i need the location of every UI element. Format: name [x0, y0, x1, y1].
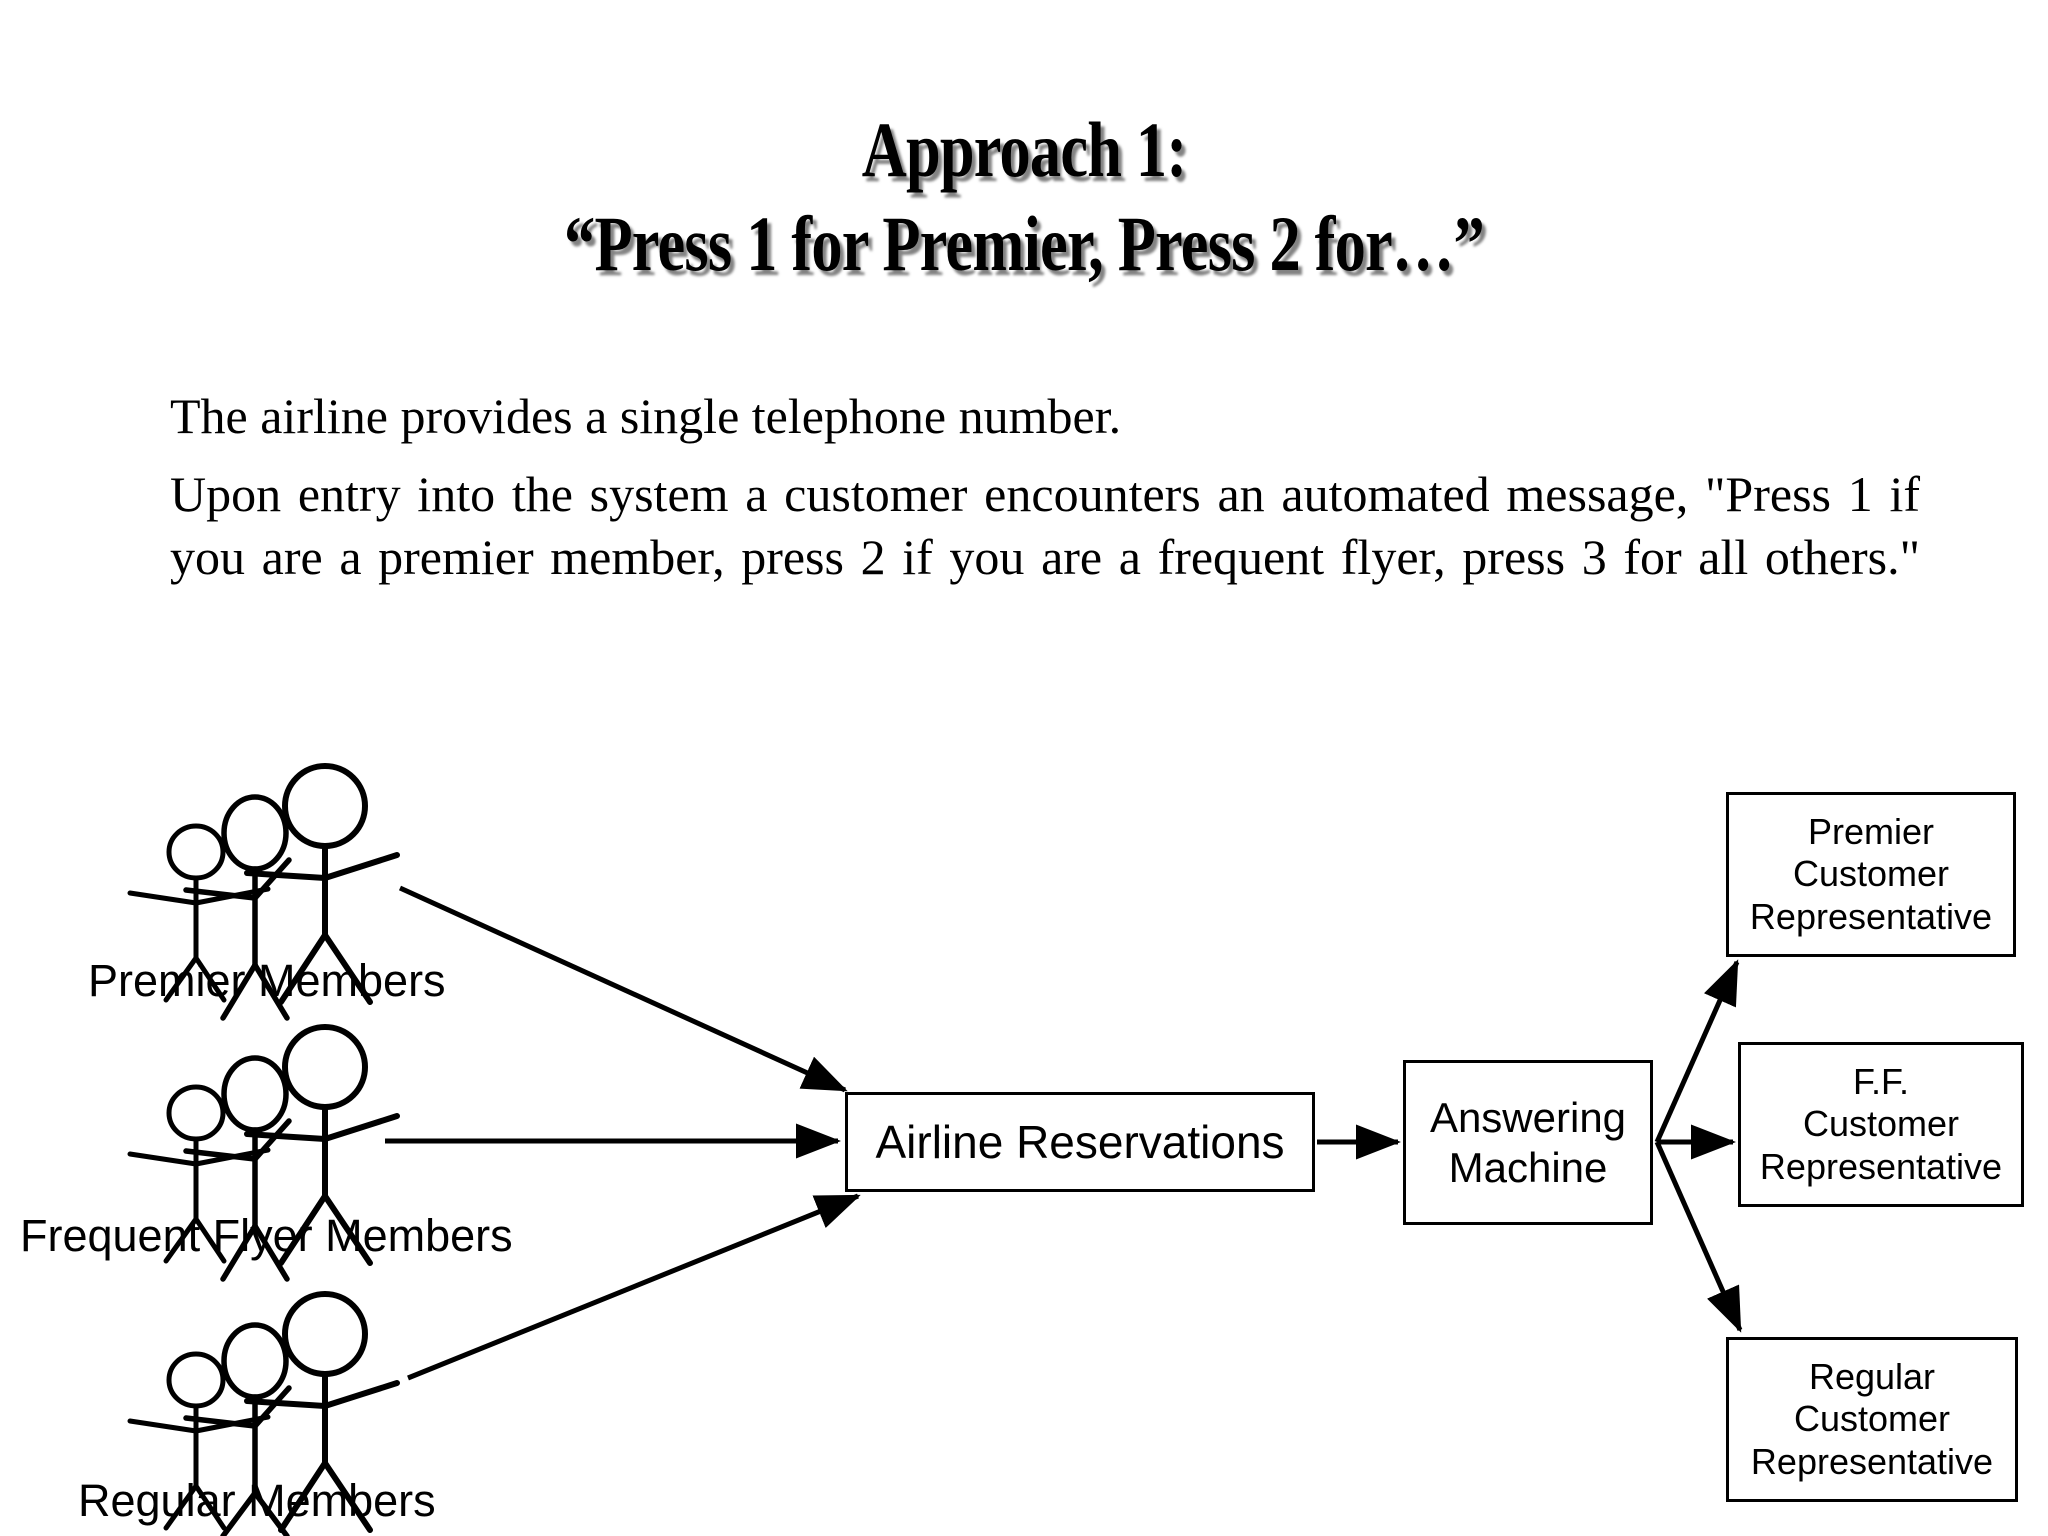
title-line-2: “Press 1 for Premier, Press 2 for…”: [564, 200, 1485, 288]
slide-title: Approach 1: “Press 1 for Premier, Press …: [0, 106, 2048, 288]
title-line-1: Approach 1:: [861, 106, 1187, 193]
box-ff-rep-line-2: Customer: [1802, 1103, 1960, 1145]
box-regular-rep-line-1: Regular: [1808, 1355, 1936, 1397]
slide-body: The airline provides a single telephone …: [170, 385, 1920, 667]
box-regular-rep-line-3: Representative: [1750, 1440, 1994, 1482]
box-answering-machine[interactable]: Answering Machine: [1403, 1060, 1653, 1225]
box-premier-customer-representative[interactable]: Premier Customer Representative: [1726, 792, 2016, 957]
arrow-answering-machine-to-regular-rep: [1654, 1140, 1743, 1333]
box-airline-reservations-label: Airline Reservations: [875, 1115, 1285, 1168]
label-frequent-flyer-members: Frequent Flyer Members: [20, 1210, 513, 1261]
box-ff-customer-representative[interactable]: F.F. Customer Representative: [1738, 1042, 2024, 1207]
label-premier-members: Premier Members: [88, 955, 446, 1006]
box-answering-machine-line-1: Answering: [1429, 1093, 1627, 1141]
box-answering-machine-label: Answering Machine: [1430, 1093, 1626, 1192]
body-paragraph-1: The airline provides a single telephone …: [170, 388, 1122, 444]
box-ff-rep-line-1: F.F.: [1852, 1060, 1909, 1102]
arrow-answering-machine-to-premier-rep: [1654, 959, 1740, 1144]
box-premier-rep-line-2: Customer: [1792, 853, 1950, 895]
box-regular-customer-representative[interactable]: Regular Customer Representative: [1726, 1337, 2018, 1502]
box-premier-rep-label: Premier Customer Representative: [1750, 811, 1992, 938]
box-ff-rep-line-3: Representative: [1759, 1145, 2003, 1187]
arrow-premier-to-reservations: [398, 885, 848, 1093]
box-premier-rep-line-3: Representative: [1749, 895, 1993, 937]
label-regular-members: Regular Members: [78, 1475, 436, 1526]
body-paragraph-2: Upon entry into the system a customer en…: [170, 465, 1920, 586]
box-premier-rep-line-1: Premier: [1807, 810, 1934, 852]
box-regular-rep-label: Regular Customer Representative: [1751, 1356, 1993, 1483]
box-ff-rep-label: F.F. Customer Representative: [1760, 1061, 2002, 1188]
box-airline-reservations[interactable]: Airline Reservations: [845, 1092, 1315, 1192]
box-regular-rep-line-2: Customer: [1793, 1398, 1951, 1440]
box-answering-machine-line-2: Machine: [1448, 1143, 1608, 1191]
